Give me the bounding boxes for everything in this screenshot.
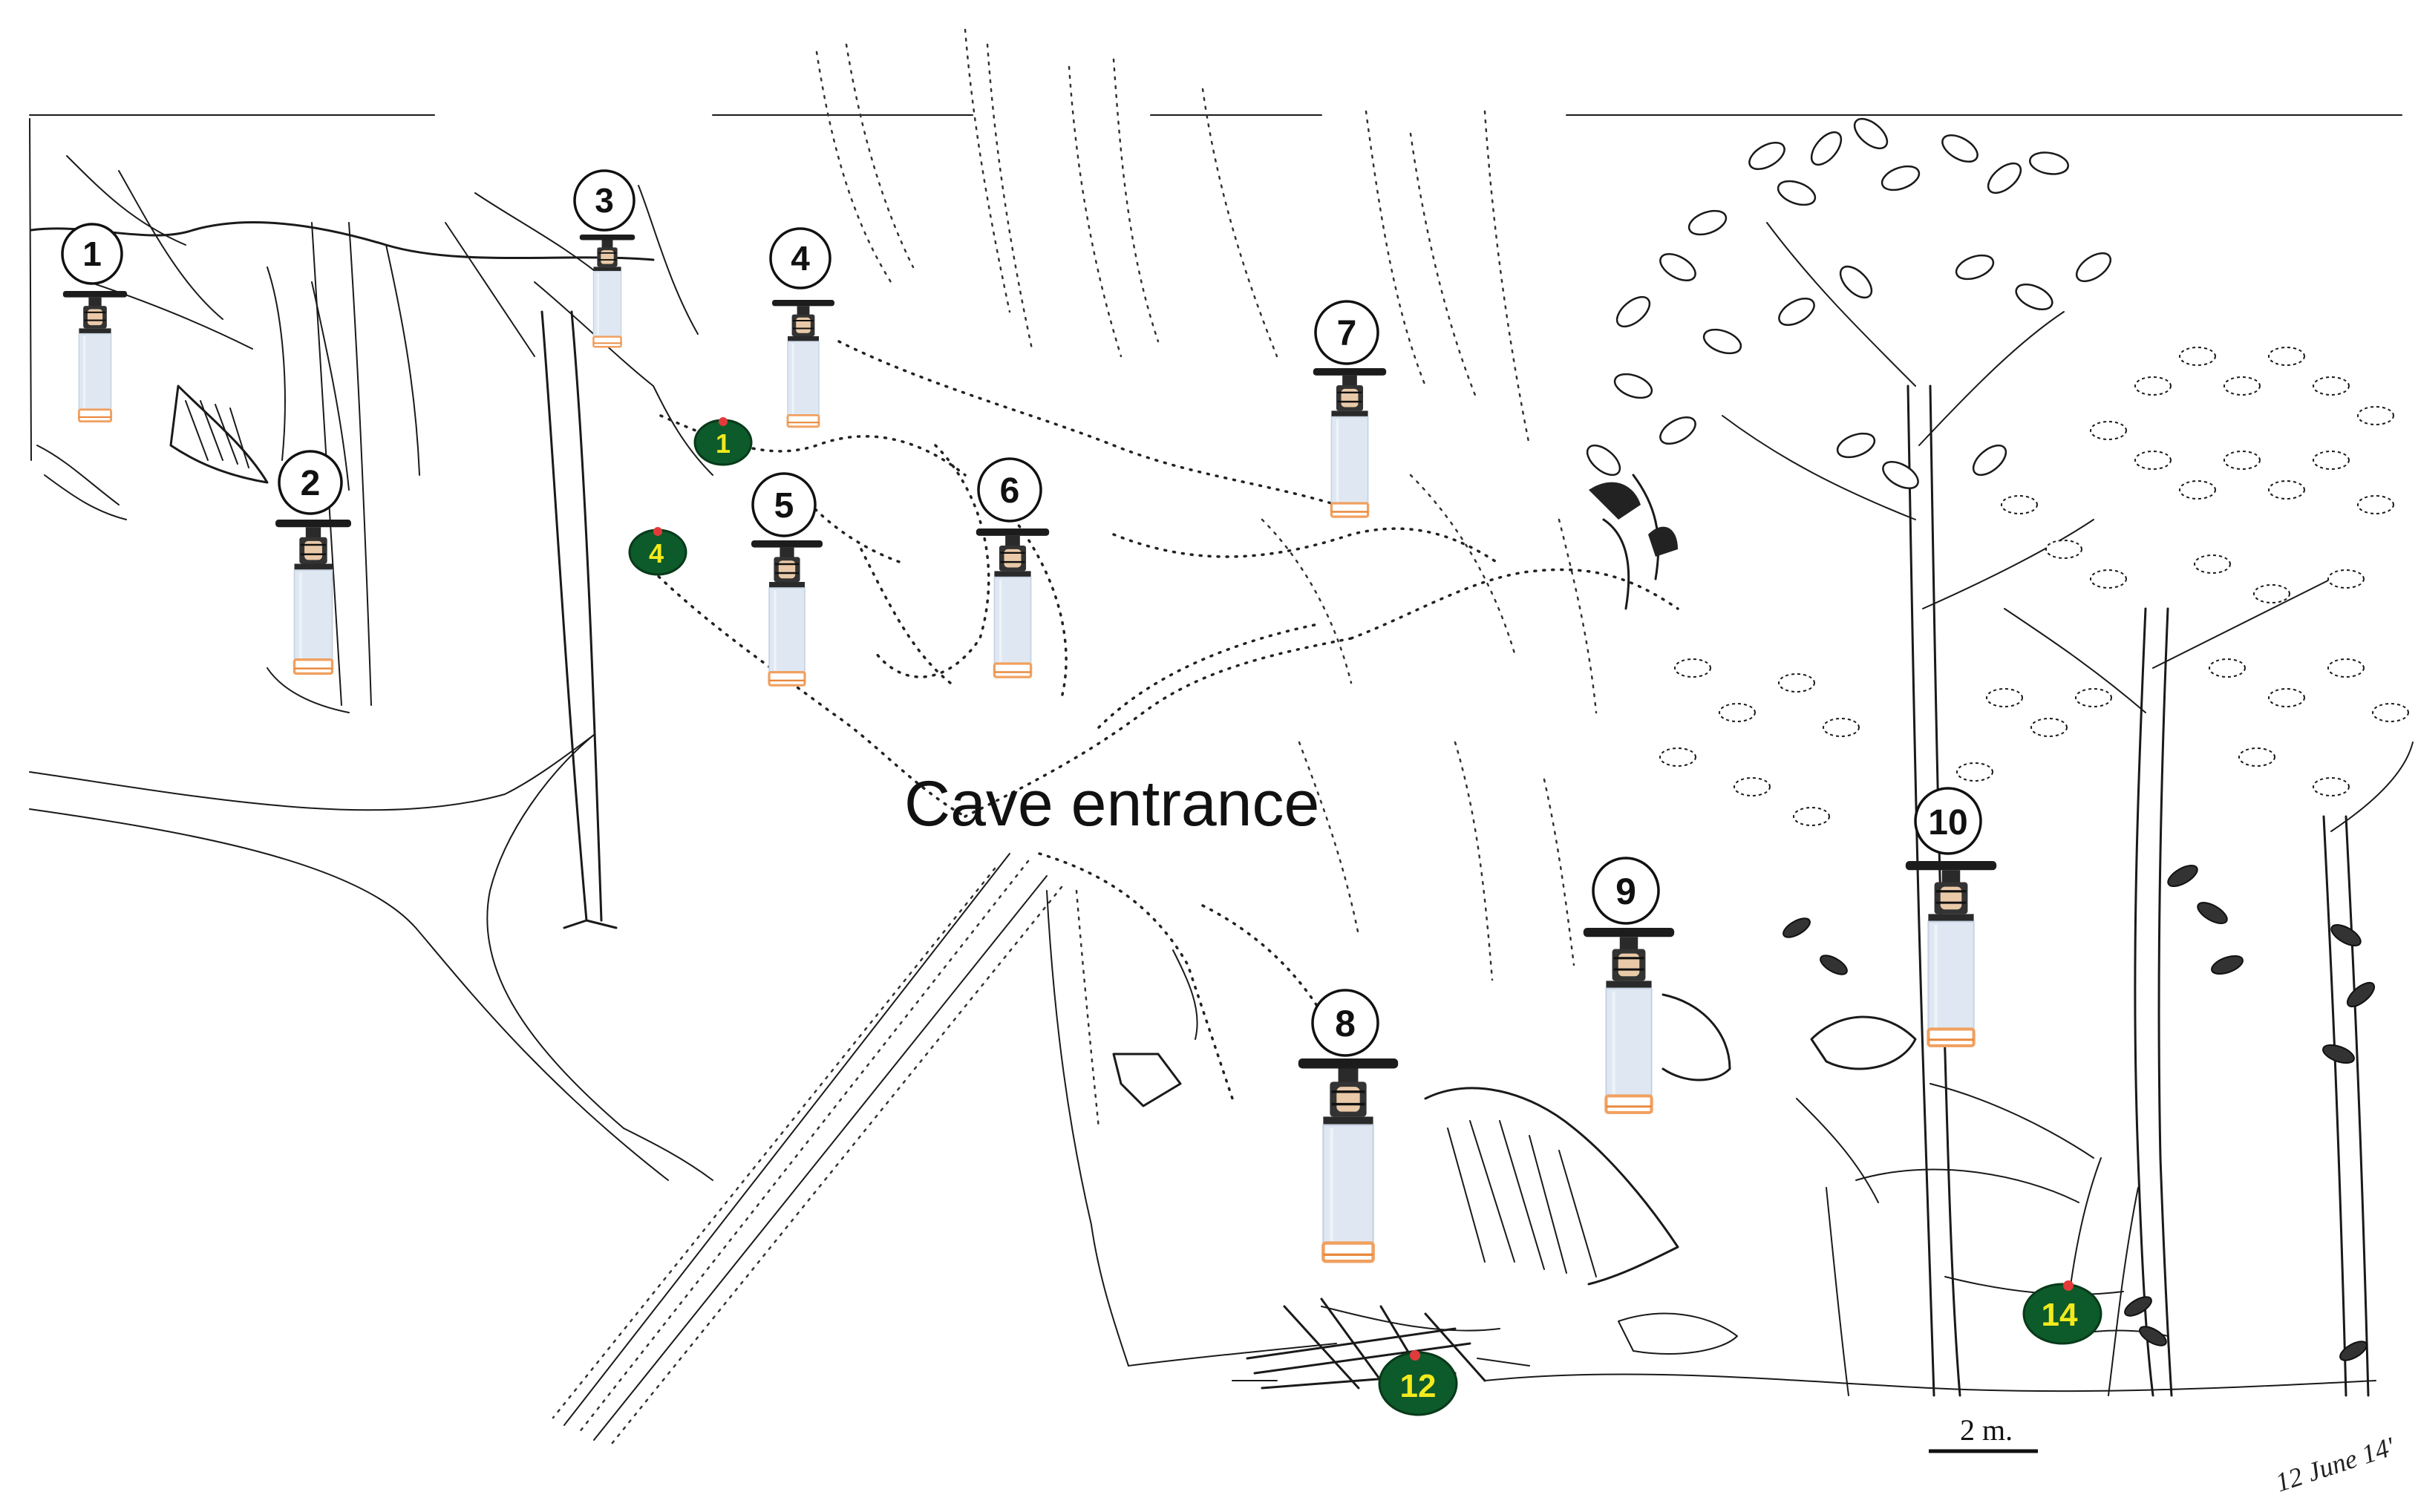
light-trap-8-label: 8 xyxy=(1335,1003,1356,1044)
ground-trap-1: 1 xyxy=(693,417,753,466)
light-trap-icon xyxy=(62,289,128,423)
light-trap-9-label: 9 xyxy=(1615,871,1636,912)
cave-entrance-label: Cave entrance xyxy=(904,768,1319,840)
light-trap-2: 2 xyxy=(274,450,353,675)
ground-trap-4: 4 xyxy=(628,527,687,576)
light-trap-1: 1 xyxy=(61,223,128,423)
light-trap-8: 8 xyxy=(1298,989,1398,1261)
ground-traps: 1 4 12 14 xyxy=(628,417,2102,1416)
background-sketch xyxy=(29,28,2414,1453)
light-trap-6: 6 xyxy=(975,457,1050,678)
light-trap-icon xyxy=(1298,1058,1398,1261)
light-trap-icon xyxy=(750,539,824,687)
light-trap-icon xyxy=(578,233,636,348)
light-trap-9: 9 xyxy=(1584,857,1674,1113)
light-trap-icon xyxy=(1312,367,1388,518)
ground-trap-14-label: 14 xyxy=(2042,1297,2078,1333)
light-trap-3-label: 3 xyxy=(595,181,614,220)
light-trap-7-label: 7 xyxy=(1337,314,1357,353)
light-trap-1-label: 1 xyxy=(82,235,102,273)
light-trap-icon xyxy=(771,298,836,428)
light-trap-icon xyxy=(1584,928,1674,1113)
foliage xyxy=(1586,117,2409,1361)
ground-trap-12: 12 xyxy=(1378,1350,1458,1416)
light-trap-5-label: 5 xyxy=(774,486,794,526)
date-label: 12 June 14' xyxy=(2272,1431,2399,1498)
ground-trap-12-label: 12 xyxy=(1400,1368,1437,1404)
ground-trap-1-label: 1 xyxy=(716,428,731,459)
ground-trap-icon xyxy=(2022,1283,2102,1345)
firewood-pile xyxy=(1232,1297,1530,1390)
light-trap-10: 10 xyxy=(1906,787,1996,1046)
light-trap-icon xyxy=(274,518,353,675)
ground-trap-4-label: 4 xyxy=(649,538,664,569)
light-trap-5: 5 xyxy=(750,472,824,687)
light-trap-3: 3 xyxy=(573,169,636,348)
light-trap-10-label: 10 xyxy=(1928,803,1967,842)
light-trap-6-label: 6 xyxy=(1000,471,1020,511)
light-trap-4-label: 4 xyxy=(791,239,810,278)
light-trap-7: 7 xyxy=(1312,300,1388,518)
light-traps: 1 2 3 4 5 6 7 xyxy=(61,169,1996,1261)
ground-trap-14: 14 xyxy=(2022,1280,2102,1345)
stone-steps xyxy=(552,853,1063,1449)
scale-label: 2 m. xyxy=(1960,1413,2013,1447)
light-trap-4: 4 xyxy=(769,227,836,428)
light-trap-2-label: 2 xyxy=(301,464,321,503)
